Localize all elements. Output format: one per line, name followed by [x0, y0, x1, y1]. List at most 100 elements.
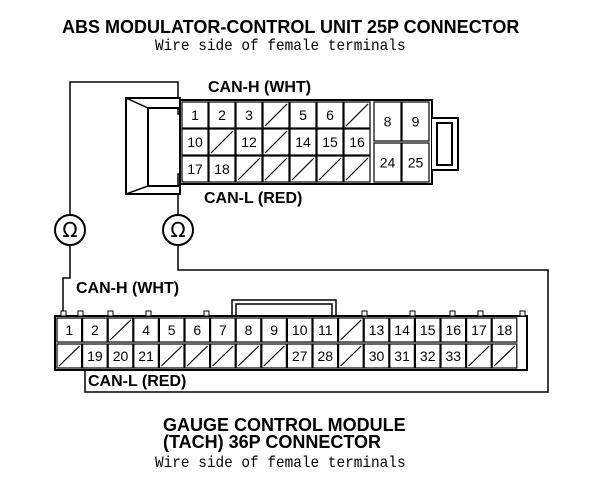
gauge-latch-bump	[519, 310, 526, 317]
unused-terminal-slash	[237, 157, 261, 181]
unused-terminal-slash	[493, 345, 516, 367]
terminal-cell	[343, 128, 371, 156]
abs-housing-latch	[125, 97, 149, 109]
abs-connector-tab	[432, 117, 459, 171]
gauge-latch-bump	[77, 310, 84, 317]
unused-terminal-slash	[340, 319, 362, 341]
abs-terminal: 17	[181, 155, 209, 183]
terminal-cell	[373, 142, 402, 183]
ohmmeter-icon	[162, 214, 194, 246]
ohmmeter-icon	[54, 214, 86, 246]
unused-terminal-slash	[264, 103, 288, 127]
terminal-number: 6	[326, 107, 334, 123]
gauge-terminal: 9	[261, 317, 287, 343]
gauge-terminal: 16	[440, 317, 467, 343]
gauge-terminal: 15	[414, 317, 441, 343]
terminal-cell	[286, 317, 313, 343]
abs-terminal	[262, 101, 290, 129]
unused-terminal-slash	[109, 319, 132, 341]
terminal-number: 21	[138, 348, 154, 364]
unused-terminal-slash	[318, 157, 342, 181]
terminal-cell	[184, 317, 211, 343]
gauge-connector-title-line1: GAUGE CONTROL MODULE	[163, 415, 406, 435]
abs-terminal: 15	[316, 128, 344, 156]
terminal-number: 30	[369, 348, 385, 364]
terminal-number: 8	[245, 322, 253, 338]
terminal-cell	[414, 343, 441, 369]
terminal-cell	[440, 317, 467, 343]
gauge-terminal	[56, 343, 83, 369]
terminal-number: 18	[497, 322, 513, 338]
abs-terminal: 2	[208, 101, 236, 129]
terminal-cell	[261, 317, 287, 343]
unused-terminal-slash	[210, 130, 234, 154]
terminal-cell	[133, 317, 160, 343]
gauge-terminal	[491, 343, 518, 369]
terminal-cell	[414, 317, 441, 343]
gauge-terminal: 18	[491, 317, 518, 343]
gauge-connector-title-line2: (TACH) 36P CONNECTOR	[163, 432, 382, 452]
ohm-symbol: Ω	[62, 218, 77, 242]
gauge-latch-bump	[60, 310, 67, 317]
unused-terminal-slash	[58, 345, 81, 367]
gauge-terminal: 11	[312, 317, 339, 343]
gauge-terminal	[338, 343, 364, 369]
gauge-terminal: 14	[389, 317, 415, 343]
terminal-cell	[235, 317, 262, 343]
gauge-terminal	[338, 317, 364, 343]
terminal-cell	[312, 343, 339, 369]
terminal-number: 5	[299, 107, 307, 123]
gauge-terminal	[158, 343, 185, 369]
abs-terminal	[208, 128, 236, 156]
unused-terminal-slash	[212, 345, 234, 367]
abs-terminal: 18	[208, 155, 236, 183]
terminal-number: 14	[394, 322, 410, 338]
abs-terminal	[343, 155, 371, 183]
gauge-terminal	[261, 343, 287, 369]
abs-can-l-label: CAN-L (RED)	[204, 190, 302, 207]
unused-terminal-slash	[345, 157, 369, 181]
terminal-cell	[208, 101, 236, 129]
gauge-terminal	[184, 343, 211, 369]
terminal-cell	[107, 343, 134, 369]
gauge-latch-bump	[145, 310, 152, 317]
gauge-terminal: 5	[158, 317, 185, 343]
unused-terminal-slash	[291, 157, 315, 181]
terminal-cell	[56, 317, 83, 343]
terminal-cell	[401, 142, 430, 183]
terminal-cell	[466, 317, 492, 343]
terminal-number: 2	[218, 107, 226, 123]
abs-housing-latch	[125, 185, 149, 195]
abs-terminal: 3	[235, 101, 263, 129]
terminal-cell	[289, 101, 317, 129]
terminal-cell	[440, 343, 467, 369]
terminal-number: 10	[292, 322, 308, 338]
gauge-terminal: 33	[440, 343, 467, 369]
gauge-terminal: 19	[81, 343, 108, 369]
gauge-terminal: 30	[363, 343, 390, 369]
abs-terminal: 9	[401, 101, 430, 142]
gauge-terminal: 32	[414, 343, 441, 369]
abs-terminal: 10	[181, 128, 209, 156]
unused-terminal-slash	[264, 157, 288, 181]
abs-connector-title: ABS MODULATOR-CONTROL UNIT 25P CONNECTOR	[62, 17, 520, 37]
terminal-cell	[81, 343, 108, 369]
terminal-cell	[208, 155, 236, 183]
abs-terminal: 16	[343, 128, 371, 156]
abs-terminal	[316, 155, 344, 183]
terminal-cell	[158, 317, 185, 343]
terminal-number: 27	[292, 348, 308, 364]
unused-terminal-slash	[340, 345, 362, 367]
gauge-terminal: 10	[286, 317, 313, 343]
gauge-latch-bump	[477, 310, 484, 317]
terminal-number: 7	[219, 322, 227, 338]
gauge-terminal: 1	[56, 317, 83, 343]
gauge-terminal	[210, 343, 236, 369]
gauge-terminal: 17	[466, 317, 492, 343]
terminal-number: 15	[322, 134, 338, 150]
gauge-terminal: 8	[235, 317, 262, 343]
gauge-terminal: 6	[184, 317, 211, 343]
terminal-cell	[373, 101, 402, 142]
